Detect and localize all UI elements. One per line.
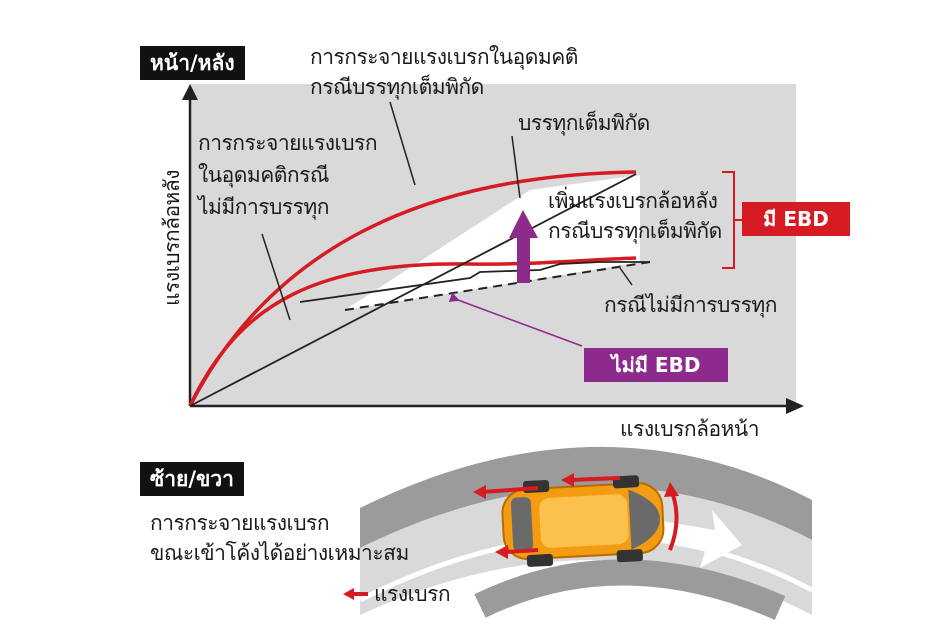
road-inner-shoulder [474,559,786,620]
road-outer-shoulder [360,446,812,548]
callout-full-load [511,135,521,199]
x-axis-arrowhead [786,398,804,414]
car [501,475,665,567]
brake-arrowhead-rear-right [495,545,508,559]
increase-region [345,175,640,310]
brake-arrow-rear-right [504,548,539,554]
direction-arrow [650,510,742,568]
legend-brake-force-label: แรงเบรก [374,582,451,606]
callout-ideal-full [389,101,416,186]
cornering-desc-1: การกระจายแรงเบรก [150,511,330,535]
y-axis-label: แรงเบรกล้อหลัง [160,169,184,306]
ideal-no-load-label-2: ในอุดมคติกรณี [198,163,329,187]
callout-no-load [619,267,633,286]
x-axis-label: แรงเบรกล้อหน้า [620,417,760,441]
increase-rear-brake-label-1: เพิ่มแรงเบรกล้อหลัง [548,189,718,213]
ebd-no-load-line [299,261,650,303]
brake-arrow-front-right [668,491,679,551]
brake-arrowhead-front-right [664,482,679,497]
ideal-no-load-label-1: การกระจายแรงเบรก [198,131,378,155]
legend-arrow-head [343,588,354,600]
y-axis-arrowhead [182,84,198,100]
callout-ideal-empty [261,233,291,321]
no-ebd-dashed-line [344,261,651,311]
increase-arrow-head [509,210,538,238]
ideal-full-load-label-1: การกระจายแรงเบรกในอุดมคติ [310,45,578,69]
brake-arrow-rear-left [481,486,539,494]
with-ebd-badge: มี EBD [742,202,850,236]
increase-rear-brake-label-2: กรณีบรรทุกเต็มพิกัด [548,219,722,243]
left-right-tag: ซ้าย/ขวา [140,462,244,496]
ideal-no-load-curve [188,256,637,407]
full-load-line [189,173,637,407]
no-load-label: กรณีไม่มีการบรรทุก [604,293,777,317]
brake-arrowhead-front-left [561,473,574,487]
front-rear-tag: หน้า/หลัง [140,46,245,80]
brake-arrow-front-left [569,476,621,482]
callout-no-ebd [448,292,583,347]
without-ebd-badge: ไม่มี EBD [584,348,728,382]
brake-arrowhead-rear-left [473,485,486,499]
cornering-desc-2: ขณะเข้าโค้งได้อย่างเหมาะสม [150,541,409,565]
ideal-no-load-label-3: ไม่มีการบรรทุก [198,195,329,219]
increase-arrow-shaft [517,235,530,283]
full-load-label: บรรทุกเต็มพิกัด [518,111,650,135]
ideal-full-load-label-2: กรณีบรรทุกเต็มพิกัด [310,75,484,99]
